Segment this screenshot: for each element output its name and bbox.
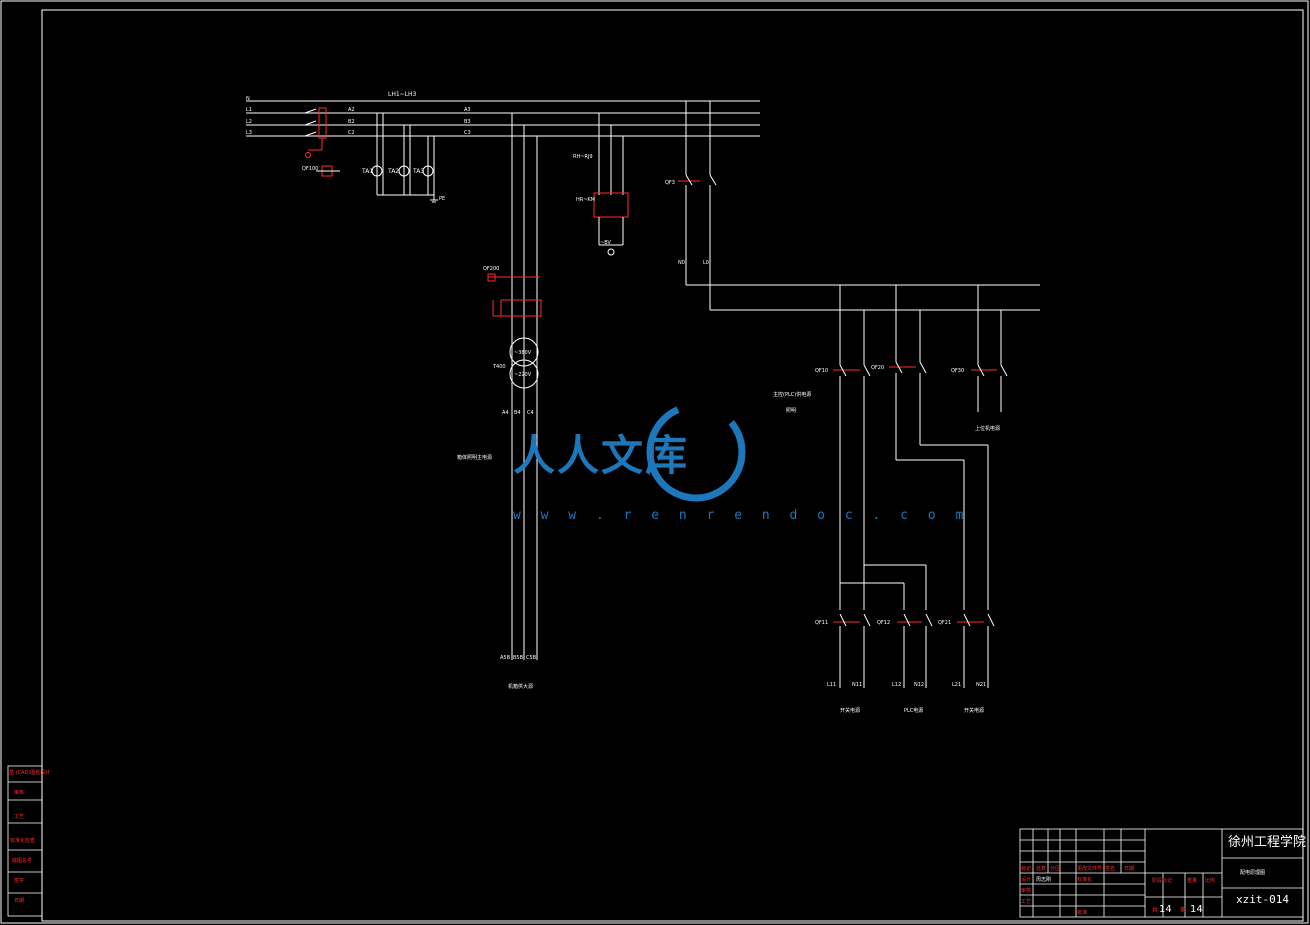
feeder-lower-2-caption: PLC电源 [904,707,923,714]
phase-a3: A3 [464,107,471,113]
feeder-lower-2-label: QF12 [877,620,890,626]
feeder-lower-1-label: QF11 [815,620,828,626]
tb-drawing-code: xzit-014 [1236,893,1289,906]
left-table-row-7: 日期 [14,898,24,904]
left-table-row-3: 工艺 [14,814,24,820]
tx-side-label: 箱体照明主电源 [457,454,492,461]
left-revision-table: 基 (CAD)图纸设计 审核 工艺 标准化检查 底图总号 签字 日期 [7,765,50,917]
watermark: 人人文库 w w w . r e n r e n d o c . c o m [513,402,969,523]
left-table-row-5: 底图总号 [12,857,32,864]
ct-meters: TA1 TA2 TA3 PE [361,113,445,203]
tb-row-process: 工艺 [1021,899,1031,905]
tb-approve: 批准 [1077,909,1087,916]
qf3-l-tag: L0 [703,260,709,266]
phase-b3: B3 [464,119,471,125]
left-table-row-2: 审核 [14,789,24,796]
bus-top-label: LH1~LH3 [388,91,417,98]
feeder-upper-1-label: QF10 [815,368,828,374]
watermark-brand: 人人文库 [513,431,689,480]
tb-header-mark: 标记 [1021,865,1031,872]
feeder-section: QF10 QF20 QF30 主控(PLC)供电源 照明 上位机电源 [773,285,1008,714]
feeder-lower-2-out-n: N12 [914,682,924,688]
tb-header-sign: 签名 [1105,865,1115,872]
tx-out-c4: C4 [527,410,534,416]
feeder-upper-3-label: QF30 [951,368,964,374]
bus-line-n-label: N [246,96,250,102]
tx-bottom-c5b: C5B [526,655,537,661]
phase-b2: B2 [348,119,355,125]
phase-c2: C2 [348,130,355,136]
ta3-label: TA3 [412,168,424,175]
tb-stage-label: 阶段标记 [1152,877,1172,884]
feeder-lower-1-out-n: N11 [852,682,862,688]
tb-header-zone: 分区 [1050,865,1060,872]
bus-line-l3-label: L3 [246,130,252,136]
tb-weight-label: 重量 [1187,877,1197,884]
feeder-lower-3-out-l: L21 [952,682,961,688]
ta1-label: TA1 [361,168,373,175]
feeder-lower-1-caption: 开关电源 [840,707,860,714]
phase-a2: A2 [348,107,355,113]
tb-drawing-title: 配电原理图 [1240,869,1265,876]
tb-sheet-total-label: 共 [1152,906,1158,914]
relay-block: RH~RJ9 HR~KM ~BV [573,113,629,256]
title-block: 标记 处数 分区 更改文件号 签名 日期 设计 周志刚 标准化 审核 工艺 批准… [1019,828,1306,918]
tb-designer: 周志刚 [1036,876,1051,883]
tb-sheet-no: 14 [1190,904,1203,915]
transformer-vout: ~220V [514,372,532,378]
relay-top-label: RH~RJ9 [573,154,593,160]
tb-header-doc: 更改文件号 [1077,865,1102,872]
feeder-lower-3-out-n: N21 [976,682,986,688]
bus-line-l1-label: L1 [246,107,252,113]
tb-scale-label: 比例 [1205,877,1215,884]
main-breaker-qf100: QF100 [302,107,340,177]
tx-bottom-a5b: A5B [500,655,511,661]
tb-sheet-no-label: 第 [1180,906,1186,914]
tx-bottom-b5b: B5B [513,655,524,661]
transformer-model: T400 [492,364,506,370]
feeder-lower-1-out-l: L11 [827,682,836,688]
bus-line-l2-label: L2 [246,119,252,125]
feeder-lower-3-label: QF21 [938,620,951,626]
qf3-branch: QF3 N0 L0 [665,101,1040,311]
left-table-row-1: 基 (CAD)图纸设计 [9,769,50,776]
main-bus: LH1~LH3 N L1 L2 L3 A2 B2 C2 A3 B3 C3 [246,91,760,137]
feeder-note-main: 主控(PLC)供电源 [773,391,811,398]
qf100-label: QF100 [302,166,318,172]
tb-header-date: 日期 [1124,866,1134,872]
tx-out-b4: B4 [514,410,521,416]
tb-std-label: 标准化 [1077,876,1092,883]
ta2-label: TA2 [387,168,399,175]
qf200-label: QF200 [483,266,499,272]
feeder-lower-3-caption: 开关电源 [964,707,984,714]
left-table-row-6: 签字 [14,877,24,884]
watermark-url: w w w . r e n r e n d o c . c o m [513,508,969,523]
tb-school-name: 徐州工程学院 [1228,834,1306,850]
qf3-label: QF3 [665,180,675,186]
pe-label: PE [439,196,445,202]
feeder-note-right: 上位机电源 [975,425,1000,432]
transformer-branch: QF200 T400 ~380V ~220V A4 B4 C4 箱体照明主电源 … [457,113,542,690]
qf3-n-tag: N0 [678,260,685,266]
tb-row-design: 设计 [1021,876,1031,883]
transformer-vin: ~380V [514,350,532,356]
left-table-row-4: 标准化检查 [10,837,35,844]
phase-c3: C3 [464,130,471,136]
tx-bottom-caption: 机箱供大源 [508,683,533,690]
relay-mid-label: HR~KM [576,197,595,203]
feeder-lower-2-out-l: L12 [892,682,901,688]
tb-header-count: 处数 [1036,865,1046,872]
tb-row-review: 审核 [1021,887,1031,894]
tx-out-a4: A4 [502,410,509,416]
tb-sheet-total: 14 [1159,904,1172,915]
relay-bottom-label: ~BV [600,240,611,246]
feeder-note-sub: 照明 [786,408,796,414]
feeder-upper-2-label: QF20 [871,365,884,371]
